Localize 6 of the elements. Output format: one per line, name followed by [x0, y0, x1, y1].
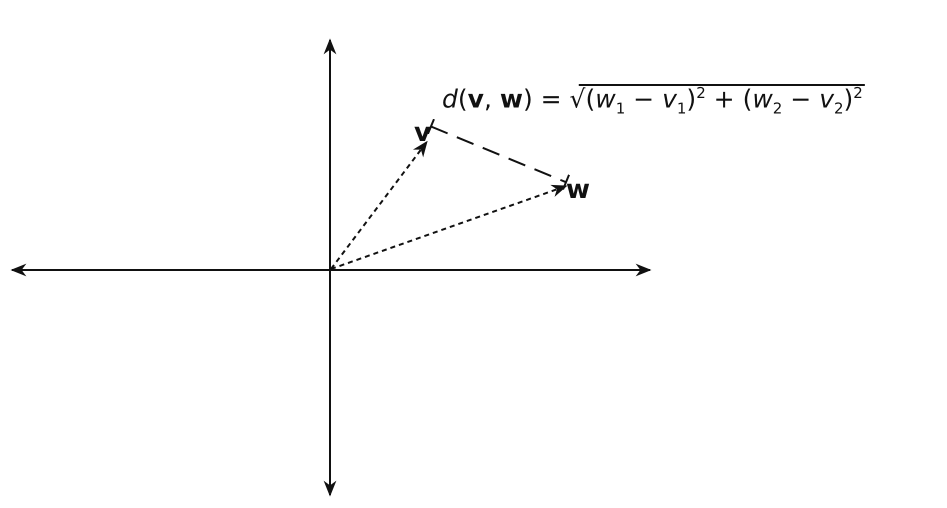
- vector-arrow: [330, 140, 428, 270]
- distance-formula: d(v, w) = √(w$_{1}$ − v$_{1}$)$^{2}$ + (w$_{2}$ − v$_{2}$)$^{2}$: [442, 86, 863, 116]
- vector-arrow: [330, 184, 568, 270]
- vector-label: v: [414, 120, 431, 146]
- vector-label: w: [566, 177, 590, 203]
- distance-line: [426, 118, 570, 191]
